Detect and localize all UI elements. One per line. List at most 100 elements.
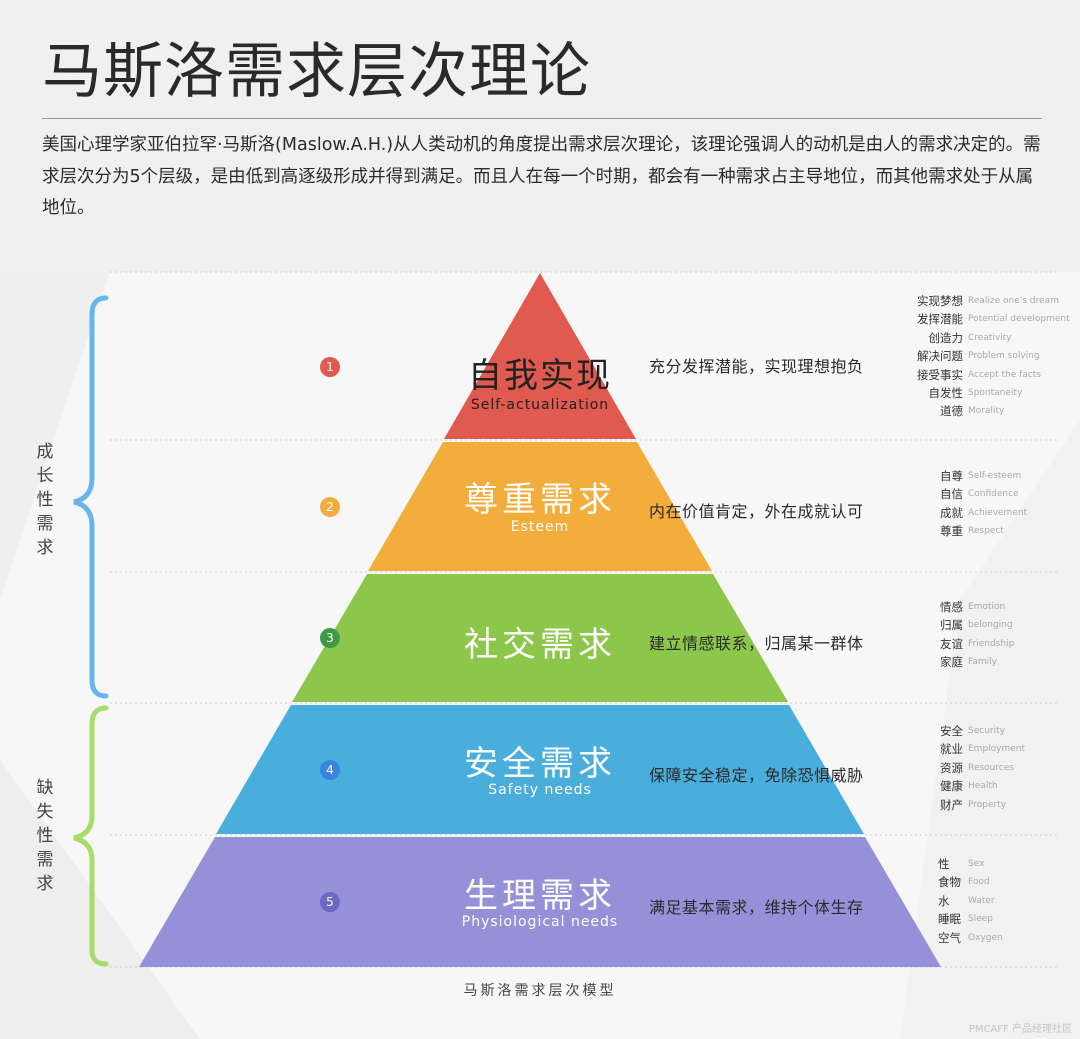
layer-desc-esteem: 内在价值肯定，外在成就认可 [649,502,864,521]
bg-shape [0,272,110,600]
header-panel: 马斯洛需求层次理论 美国心理学家亚伯拉罕·马斯洛(Maslow.A.H.)从人类… [0,0,1080,272]
layer-desc-physiological: 满足基本需求，维持个体生存 [649,898,864,917]
keyword-cn: 家庭 [940,655,963,670]
keyword-cn: 成就 [940,505,963,520]
bg-shape [900,420,1080,1039]
keyword-item: 友谊 Friendship [938,635,1014,653]
keyword-cn: 安全 [940,724,963,738]
keyword-en: Employment [968,744,1026,755]
layer-esteem [368,442,712,571]
deficiency-needs-label: 缺失性需求 [36,778,54,894]
keyword-cn: 水 [938,893,950,908]
keyword-en: Potential development [968,314,1070,325]
keyword-item: 实现梦想 Realize one's dream [912,292,1070,310]
keyword-en: Problem solving [968,351,1040,362]
growth-bracket [73,295,109,699]
keyword-en: Morality [968,406,1005,417]
keyword-item: 成就 Achievement [938,504,1027,522]
watermark: PMCAFF 产品经理社区 [968,1024,1072,1035]
level-badge-2: 2 [320,497,340,517]
layer-title-safety: 安全需求 [464,744,616,784]
layer-subtitle-safety: Safety needs [488,782,592,798]
layer-subtitle-esteem: Esteem [510,519,570,535]
keyword-item: 接受事实 Accept the facts [912,366,1070,384]
keyword-item: 创造力 Creativity [912,329,1070,347]
keyword-cn: 发挥潜能 [917,312,963,327]
keyword-item: 资源 Resources [938,759,1025,777]
keyword-cn: 性 [938,857,950,871]
layer-desc-self-actualization: 充分发挥潜能，实现理想抱负 [649,357,864,376]
keyword-cn: 实现梦想 [917,294,963,308]
level-badge-3: 3 [320,628,340,648]
keyword-cn: 自信 [940,487,963,502]
keyword-cn: 归属 [940,618,963,633]
keyword-cn: 财产 [940,797,963,812]
keyword-en: Self-esteem [968,471,1022,481]
keyword-item: 财产 Property [938,796,1025,814]
diagram-caption: 马斯洛需求层次模型 [463,983,617,999]
keyword-en: Emotion [968,602,1006,612]
keyword-en: Creativity [968,332,1012,343]
keyword-en: Health [968,781,998,792]
keyword-en: Sex [968,859,985,869]
layer-subtitle-physiological: Physiological needs [461,914,619,930]
keyword-en: Sleep [968,914,994,925]
keyword-en: Spontaneity [968,387,1023,398]
keyword-item: 食物 Food [938,873,1003,891]
keyword-item: 归属 belonging [938,616,1014,634]
intro-paragraph: 美国心理学家亚伯拉罕·马斯洛(Maslow.A.H.)从人类动机的角度提出需求层… [42,135,1041,218]
keyword-en: Security [968,726,1005,736]
keyword-cn: 空气 [938,930,961,945]
layer-safety [216,705,864,834]
keyword-en: Accept the facts [968,369,1042,380]
keyword-en: Resources [968,762,1014,773]
keyword-cn: 食物 [938,875,961,890]
keyword-item: 自发性 Spontaneity [912,384,1070,402]
keyword-en: Property [968,799,1007,810]
level-badge-5: 5 [320,892,340,912]
layer-self-actualization [444,273,636,439]
layer-subtitle-self-actualization: Self-actualization [470,397,610,413]
keyword-cn: 创造力 [928,330,964,345]
keyword-en: Achievement [968,507,1028,518]
keyword-item: 解决问题 Problem solving [912,347,1070,365]
layer-physiological [139,837,941,967]
keyword-en: belonging [968,620,1013,631]
level-badge-4: 4 [320,760,340,780]
title-divider [42,118,1042,119]
keyword-cn: 友谊 [940,636,963,651]
keyword-item: 安全 Security [938,722,1025,740]
keyword-en: Friendship [968,638,1015,649]
keyword-cn: 解决问题 [917,349,963,364]
keyword-cn: 就业 [940,742,963,757]
keywords-self-actualization: 实现梦想 Realize one's dream 发挥潜能 Potential de… [912,292,1070,421]
keyword-item: 发挥潜能 Potential development [912,310,1070,328]
page-title: 马斯洛需求层次理论 [42,37,591,107]
level-badge-1: 1 [320,357,340,377]
keyword-cn: 自发性 [928,385,964,400]
keyword-en: Realize one's dream [968,296,1059,306]
keyword-item: 家庭 Family [938,653,1014,671]
layer-social [292,574,788,702]
keyword-cn: 接受事实 [917,367,963,382]
keyword-en: Family [968,657,997,668]
keyword-en: Oxygen [968,932,1003,943]
keyword-cn: 资源 [940,760,963,775]
keyword-en: Food [968,877,990,888]
deficiency-bracket [73,705,109,967]
keyword-en: Respect [968,526,1004,537]
layer-title-physiological: 生理需求 [464,876,616,916]
